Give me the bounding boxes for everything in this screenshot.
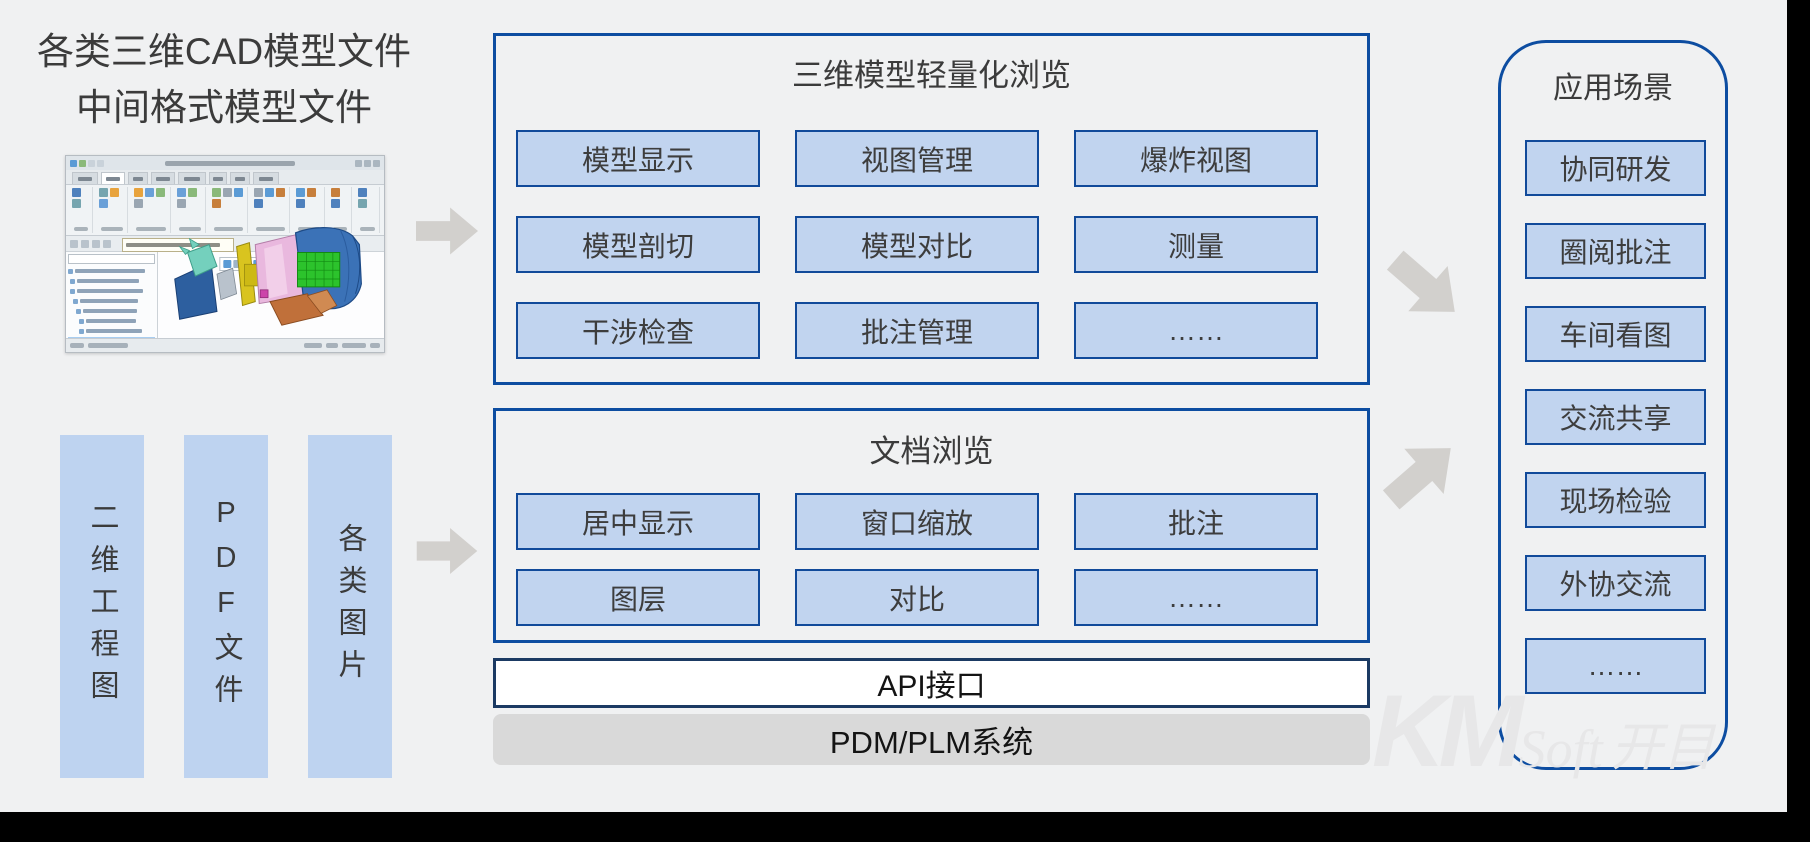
feature-button: 模型显示 <box>516 130 760 187</box>
pdm-bar: PDM/PLM系统 <box>493 714 1370 765</box>
source-bar: 各类图片 <box>308 435 392 778</box>
doc-sources: 二维工程图 PDF文件各类图片 <box>60 435 392 778</box>
cad-model-tree <box>66 252 158 338</box>
feature-button: 测量 <box>1074 216 1318 273</box>
scenarios-panel: 应用场景 协同研发圈阅批注车间看图交流共享现场检验外协交流 …… <box>1498 40 1728 770</box>
doc-browse-buttons: 居中显示窗口缩放批注图层对比 …… <box>516 493 1318 626</box>
doc-browse-title: 文档浏览 <box>869 434 994 469</box>
feature-button: 干涉检查 <box>516 302 760 359</box>
cad-screenshot <box>65 155 385 353</box>
cad-main-area <box>66 227 384 338</box>
watermark-km: KM <box>1372 674 1524 788</box>
feature-button: …… <box>1074 569 1318 626</box>
cad-titlebar-icons <box>70 159 104 167</box>
feature-button: 视图管理 <box>795 130 1039 187</box>
intro-title: 各类三维CAD模型文件 中间格式模型文件 <box>28 24 420 136</box>
cad-titlebar <box>66 156 384 170</box>
cad-ribbon-tabs <box>66 170 384 185</box>
scenario-button: 交流共享 <box>1525 389 1706 445</box>
feature-button: 爆炸视图 <box>1074 130 1318 187</box>
cad-titlebar-text <box>106 160 353 166</box>
scenario-button: 协同研发 <box>1525 140 1706 196</box>
scenario-button: 现场检验 <box>1525 472 1706 528</box>
feature-button: 对比 <box>795 569 1039 626</box>
model-browse-panel: 三维模型轻量化浏览 模型显示视图管理爆炸视图模型剖切模型对比测量干涉检查批注管理… <box>493 33 1370 385</box>
source-bar: 二维工程图 <box>60 435 144 778</box>
arrow-right-icon <box>416 528 478 574</box>
scenario-button: …… <box>1525 638 1706 694</box>
feature-button: 批注管理 <box>795 302 1039 359</box>
model-browse-buttons: 模型显示视图管理爆炸视图模型剖切模型对比测量干涉检查批注管理 …… <box>516 130 1318 359</box>
intro-title-line2: 中间格式模型文件 <box>76 87 372 128</box>
feature-button: …… <box>1074 302 1318 359</box>
cad-3d-model <box>174 227 362 326</box>
scenario-button: 圈阅批注 <box>1525 223 1706 279</box>
feature-button: 窗口缩放 <box>795 493 1039 550</box>
cad-3d-canvas <box>158 227 384 338</box>
cad-status-bar <box>66 338 384 352</box>
arrow-up-right-icon <box>1382 448 1451 510</box>
feature-button: 模型剖切 <box>516 216 760 273</box>
feature-button: 居中显示 <box>516 493 760 550</box>
api-bar: API接口 <box>493 658 1370 708</box>
diagram-content: 各类三维CAD模型文件 中间格式模型文件 <box>0 0 1787 812</box>
arrow-down-right-icon <box>1386 250 1455 312</box>
scenario-button: 车间看图 <box>1525 306 1706 362</box>
doc-browse-panel: 文档浏览 居中显示窗口缩放批注图层对比 …… <box>493 408 1370 643</box>
scenarios-title: 应用场景 <box>1553 72 1673 105</box>
cad-window-controls-icon <box>355 159 380 167</box>
intro-title-line1: 各类三维CAD模型文件 <box>36 31 412 72</box>
arrow-right-icon <box>416 207 478 255</box>
model-browse-title: 三维模型轻量化浏览 <box>792 58 1071 93</box>
feature-button: 图层 <box>516 569 760 626</box>
cad-ribbon-toolbar <box>66 185 384 236</box>
feature-button: 模型对比 <box>795 216 1039 273</box>
feature-button: 批注 <box>1074 493 1318 550</box>
scenario-buttons: 协同研发圈阅批注车间看图交流共享现场检验外协交流 …… <box>1525 140 1706 694</box>
source-bar: PDF文件 <box>184 435 268 778</box>
scenario-button: 外协交流 <box>1525 555 1706 611</box>
